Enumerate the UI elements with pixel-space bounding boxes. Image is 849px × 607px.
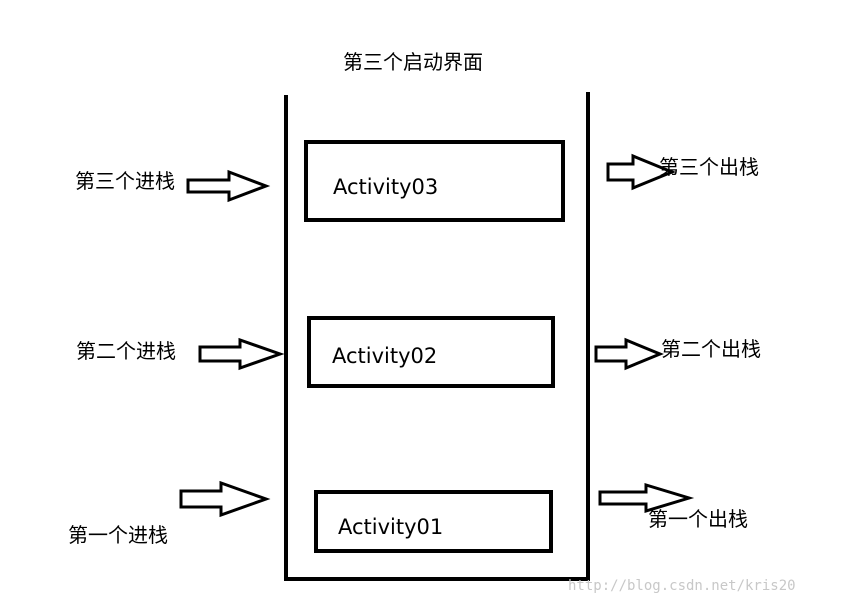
activity-label-02: Activity02 — [332, 344, 438, 368]
stack-container — [284, 92, 590, 581]
pop-arrow-2 — [594, 337, 664, 371]
pop-label-1: 第一个出栈 — [648, 507, 748, 531]
push-label-1: 第一个进栈 — [68, 523, 168, 547]
watermark-text: http://blog.csdn.net/kris20 — [568, 578, 796, 594]
pop-label-3: 第三个出栈 — [659, 155, 759, 179]
push-label-2: 第二个进栈 — [76, 339, 176, 363]
pop-label-2: 第二个出栈 — [661, 337, 761, 361]
activity-box-03 — [304, 140, 565, 222]
activity-label-03: Activity03 — [333, 175, 439, 199]
pop-arrow-3 — [606, 153, 676, 191]
activity-label-01: Activity01 — [338, 515, 444, 539]
push-arrow-3 — [186, 169, 271, 203]
push-label-3: 第三个进栈 — [75, 169, 175, 193]
diagram-title: 第三个启动界面 — [343, 50, 483, 74]
push-arrow-1 — [179, 480, 271, 518]
push-arrow-2 — [198, 337, 285, 371]
pop-arrow-1 — [598, 482, 695, 514]
activity-box-01 — [314, 490, 553, 553]
activity-box-02 — [307, 316, 555, 388]
